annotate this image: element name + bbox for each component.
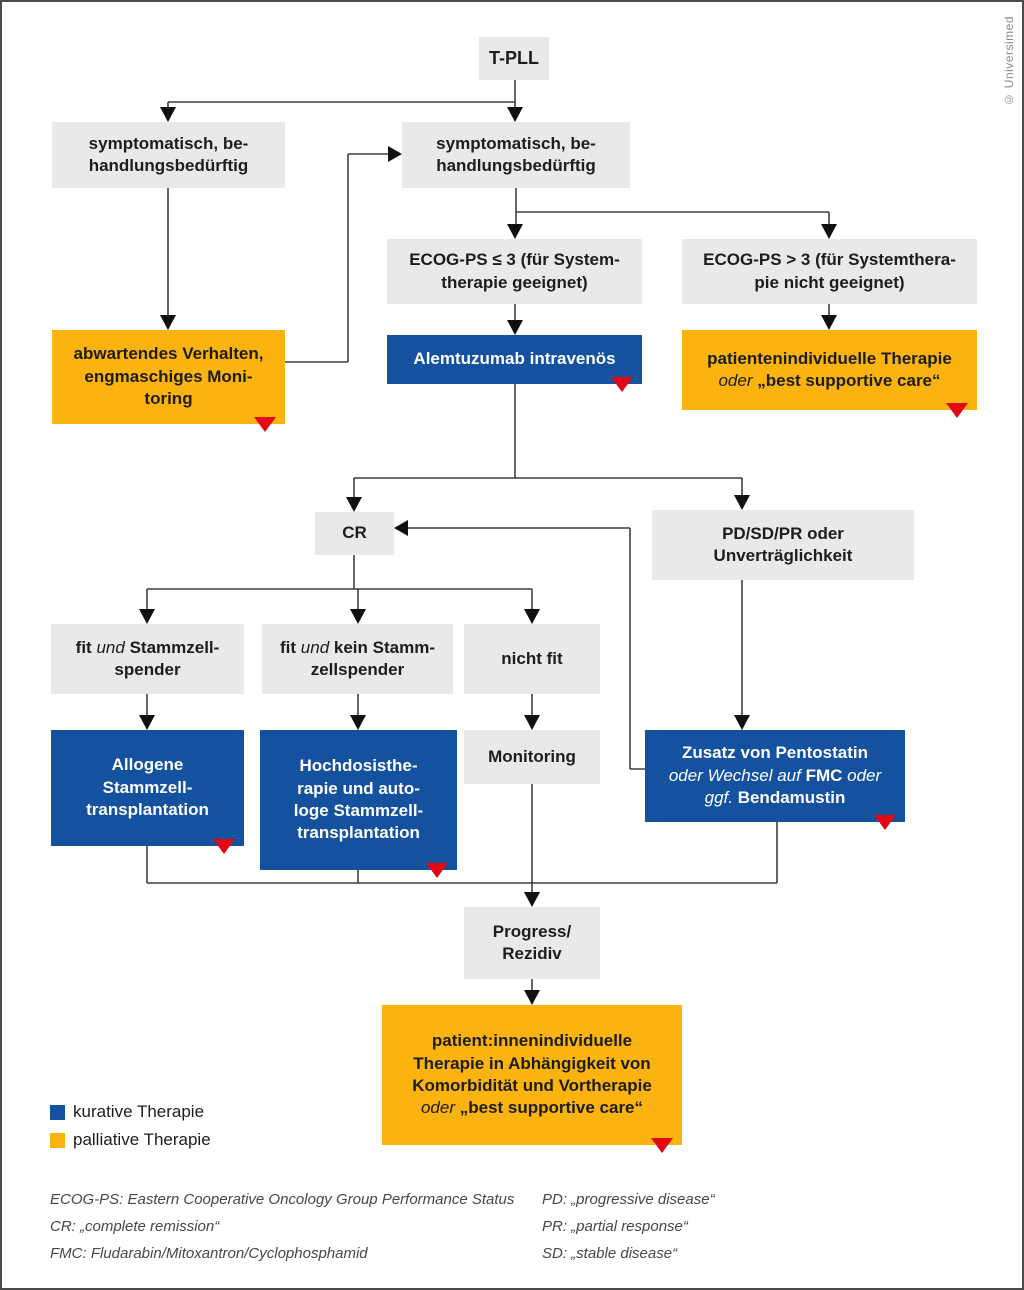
node-label: Hochdosisthe- xyxy=(299,756,418,776)
node-label: toring xyxy=(144,389,193,409)
node-fit-with-donor: fit und Stammzell- spender xyxy=(51,624,244,694)
approval-triangle-icon xyxy=(426,863,448,878)
legend-label: palliative Therapie xyxy=(73,1130,211,1149)
approval-triangle-icon xyxy=(651,1138,673,1153)
node-watchful-waiting: abwartendes Verhalten, engmaschiges Moni… xyxy=(52,330,285,432)
node-label: oder „best supportive care“ xyxy=(718,371,941,390)
node-label: Komorbidität und Vortherapie xyxy=(412,1076,652,1095)
node-label: ggf. Bendamustin xyxy=(704,788,846,808)
approval-triangle-icon xyxy=(611,377,633,392)
node-label: fit und Stammzell- xyxy=(75,637,220,657)
node-allogeneic-sct: Allogene Stammzell- transplantation xyxy=(51,730,244,854)
legend-color-swatch-blue xyxy=(50,1104,65,1120)
node-label: Zusatz von Pentostatin xyxy=(681,743,869,763)
node-label: abwartendes Verhalten, xyxy=(73,344,264,364)
node-label: patientenindividuelle Therapie xyxy=(707,348,952,368)
node-label: symptomatisch, be- xyxy=(88,133,249,153)
node-label: oder Wechsel auf FMC oder xyxy=(668,765,882,785)
node-ecog-le3: ECOG-PS ≤ 3 (für System- therapie geeign… xyxy=(387,239,642,304)
node-ecog-gt3: ECOG-PS > 3 (für Systemthera- pie nicht … xyxy=(682,239,977,304)
footnotes-right: PD: „progressive disease“ PR: „partial r… xyxy=(542,1186,715,1267)
arrowheads xyxy=(139,107,837,1005)
node-label: Progress/ xyxy=(492,921,572,941)
legend: kurative Therapie palliative Therapie xyxy=(50,1098,211,1154)
node-label: patient:innenindividuelle xyxy=(431,1031,633,1051)
node-label: therapie geeignet) xyxy=(441,272,588,292)
node-progress-relapse: Progress/ Rezidiv xyxy=(464,907,600,979)
legend-item-curative: kurative Therapie xyxy=(50,1098,211,1126)
approval-triangle-icon xyxy=(213,839,235,854)
node-label: pie nicht geeignet) xyxy=(754,272,905,292)
node-pd-sd-pr: PD/SD/PR oder Unverträglichkeit xyxy=(652,510,914,580)
node-label: Allogene xyxy=(111,755,184,775)
node-label: nicht fit xyxy=(501,648,563,668)
node-label: transplantation xyxy=(297,823,420,843)
node-label: CR xyxy=(342,523,367,543)
node-label: loge Stammzell- xyxy=(293,801,424,820)
node-label: Alemtuzumab intravenös xyxy=(413,349,616,369)
footnote: CR: „complete remission“ xyxy=(50,1218,220,1235)
node-label: fit und kein Stamm- xyxy=(280,637,435,657)
legend-label: kurative Therapie xyxy=(73,1102,205,1121)
node-pentostatin-fmc-bendamustin: Zusatz von Pentostatin oder Wechsel auf … xyxy=(645,730,905,830)
node-tpll: T-PLL xyxy=(479,37,549,80)
node-label: ECOG-PS ≤ 3 (für System- xyxy=(409,250,620,270)
approval-triangle-icon xyxy=(946,403,968,418)
node-symptomatic-right: symptomatisch, be- handlungsbedürftig xyxy=(402,122,630,188)
node-label: engmaschiges Moni- xyxy=(84,366,253,386)
footnote: FMC: Fludarabin/Mitoxantron/Cyclophospha… xyxy=(50,1245,368,1262)
node-label: T-PLL xyxy=(489,47,539,68)
node-label: zellspender xyxy=(310,660,405,679)
node-label: symptomatisch, be- xyxy=(436,133,596,153)
footnote: ECOG-PS: Eastern Cooperative Oncology Gr… xyxy=(50,1191,515,1208)
node-not-fit: nicht fit xyxy=(464,624,600,694)
node-label: ECOG-PS > 3 (für Systemthera- xyxy=(703,250,956,270)
node-symptomatic-left: symptomatisch, be- handlungsbedürftig xyxy=(52,122,285,188)
node-label: PD/SD/PR oder xyxy=(722,523,844,543)
node-label: handlungsbedürftig xyxy=(88,156,249,175)
node-fit-no-donor: fit und kein Stamm- zellspender xyxy=(262,624,453,694)
approval-triangle-icon xyxy=(254,417,276,432)
node-label: rapie und auto- xyxy=(297,778,420,798)
legend-item-palliative: palliative Therapie xyxy=(50,1126,211,1154)
copyright-label: © Universimed xyxy=(1002,16,1016,107)
node-label: handlungsbedürftig xyxy=(436,156,596,175)
node-monitoring: Monitoring xyxy=(464,730,600,784)
footnote: PR: „partial response“ xyxy=(542,1218,688,1235)
node-patient-individual-therapy: patientenindividuelle Therapie oder „bes… xyxy=(682,330,977,418)
node-label: Unverträglichkeit xyxy=(713,546,853,565)
footnote: SD: „stable disease“ xyxy=(542,1245,678,1262)
node-label: spender xyxy=(114,660,181,679)
node-label: transplantation xyxy=(86,800,209,820)
footnote: PD: „progressive disease“ xyxy=(542,1191,715,1208)
node-label: Monitoring xyxy=(488,746,576,766)
legend-color-swatch-orange xyxy=(50,1132,65,1148)
approval-triangle-icon xyxy=(874,815,896,830)
node-alemtuzumab: Alemtuzumab intravenös xyxy=(387,335,642,392)
arrow-lines xyxy=(146,80,830,992)
node-final-individual-therapy: patient:innenindividuelle Therapie in Ab… xyxy=(382,1005,682,1153)
node-cr: CR xyxy=(315,512,394,555)
node-label: Therapie in Abhängigkeit von xyxy=(413,1053,651,1073)
node-label: Rezidiv xyxy=(502,944,562,963)
node-label: oder „best supportive care“ xyxy=(420,1098,644,1118)
node-label: Stammzell- xyxy=(102,777,193,797)
footnotes-left: ECOG-PS: Eastern Cooperative Oncology Gr… xyxy=(50,1186,514,1267)
node-high-dose-autologous-sct: Hochdosisthe- rapie und auto- loge Stamm… xyxy=(260,730,457,878)
